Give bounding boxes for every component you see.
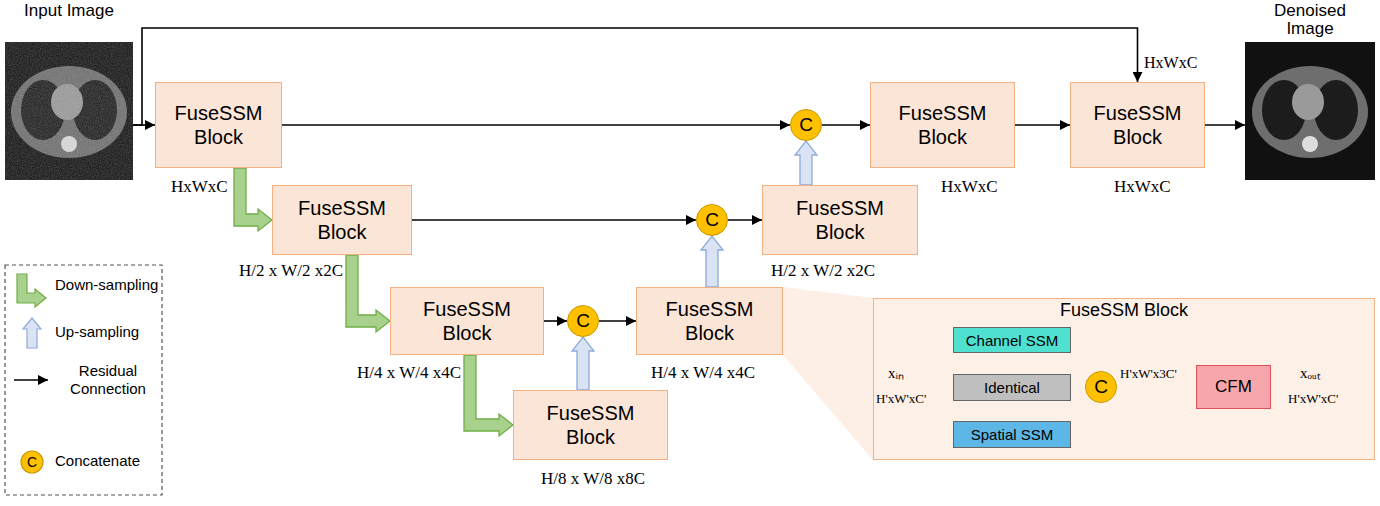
image-node: Input Image: [5, 0, 133, 180]
annotation-label: H'xW'xC': [876, 391, 926, 407]
residual-connection: [822, 124, 870, 126]
residual-connection: [412, 219, 696, 221]
node-label: FuseSSM Block: [543, 401, 639, 449]
fusessm-block: FuseSSM BlockHxWxC: [1070, 82, 1205, 168]
module-box: Spatial SSM: [953, 421, 1071, 448]
node-label: Denoised Image: [1260, 2, 1360, 38]
dimension-label: H/2 x W/2 x2C: [239, 261, 343, 281]
node-label: Channel SSM: [966, 332, 1059, 349]
node-label: Identical: [984, 379, 1040, 396]
fusessm-block: FuseSSM BlockH/8 x W/8 x8C: [513, 390, 668, 460]
annotation-label: xᵢₙ: [888, 362, 904, 382]
ct-input-image: [5, 42, 133, 180]
node-label: C: [705, 209, 719, 231]
legend-label: Up-sampling: [55, 323, 139, 340]
ct-denoised-image: [1245, 42, 1375, 180]
fusessm-block: FuseSSM BlockHxWxC: [155, 82, 282, 168]
residual-connection: [282, 124, 790, 126]
node-label: FuseSSM Block: [171, 101, 267, 149]
annotation-label: xₒᵤₜ: [1300, 362, 1321, 382]
node-label: Input Image: [19, 2, 119, 20]
legend-label: Concatenate: [55, 452, 140, 469]
node-label: FuseSSM Block: [792, 196, 888, 244]
node-label: FuseSSM Block: [895, 101, 991, 149]
fusessm-block: FuseSSM BlockH/2 x W/2 x2C: [762, 185, 918, 255]
annotation-label: H'xW'xC': [1288, 391, 1338, 407]
down-sampling-arrow: [234, 168, 272, 231]
dimension-label: H/4 x W/4 x4C: [651, 363, 755, 383]
legend-concat-circle: [21, 451, 43, 473]
fusessm-block: FuseSSM BlockHxWxC: [870, 82, 1015, 168]
dimension-label: H/4 x W/4 x4C: [357, 363, 461, 383]
legend-up-arrow: [23, 318, 41, 348]
node-label: FuseSSM Block: [294, 196, 390, 244]
node-label: C: [1094, 376, 1108, 398]
node-label: C: [799, 114, 813, 136]
node-label: Spatial SSM: [971, 426, 1054, 443]
node-label: FuseSSM Block: [874, 299, 1374, 321]
node-label: C: [576, 310, 590, 332]
residual-connection: [1015, 124, 1070, 126]
edge-label: H'xW'x3C': [1120, 366, 1177, 382]
concat-circle: C: [696, 204, 728, 236]
legend-down-arrow: [17, 274, 46, 307]
up-sampling-arrow: [795, 141, 817, 185]
node-label: FuseSSM Block: [419, 297, 515, 345]
image-node: Denoised Image: [1245, 0, 1375, 180]
module-box: CFM: [1196, 365, 1271, 409]
legend-label: Residual Connection: [60, 362, 156, 398]
concat-circle: C: [790, 109, 822, 141]
annotation-label: C: [21, 451, 43, 473]
zoom-shade: [783, 287, 873, 460]
down-sampling-arrow: [464, 355, 513, 436]
node-label: CFM: [1215, 377, 1252, 397]
dimension-label: H/8 x W/8 x8C: [541, 469, 645, 489]
dimension-label: H/2 x W/2 x2C: [771, 261, 875, 281]
legend-label: Down-sampling: [55, 276, 158, 293]
residual-connection: [544, 320, 567, 322]
dimension-label: HxWxC: [1114, 177, 1171, 197]
concat-circle: C: [567, 305, 599, 337]
module-box: Identical: [953, 374, 1071, 401]
fusessm-block: FuseSSM BlockH/2 x W/2 x2C: [272, 185, 412, 255]
residual-connection: [1205, 124, 1245, 126]
residual-connection: [599, 320, 636, 322]
fusessm-block: FuseSSM BlockH/4 x W/4 x4C: [390, 287, 544, 355]
legend-frame: [5, 265, 162, 495]
legend-residual-arrow: [14, 379, 48, 381]
node-label: FuseSSM Block: [1090, 101, 1186, 149]
up-sampling-arrow: [701, 236, 723, 287]
dimension-label: HxWxC: [941, 177, 998, 197]
fusessm-block: FuseSSM BlockH/4 x W/4 x4C: [636, 287, 783, 355]
edge-label: HxWxC: [1144, 54, 1197, 72]
up-sampling-arrow: [572, 337, 594, 390]
residual-connection: [728, 219, 762, 221]
concat-circle: C: [1085, 371, 1117, 403]
down-sampling-arrow: [346, 255, 390, 332]
module-box: Channel SSM: [953, 327, 1071, 353]
dimension-label: HxWxC: [171, 177, 228, 197]
node-label: FuseSSM Block: [662, 297, 758, 345]
